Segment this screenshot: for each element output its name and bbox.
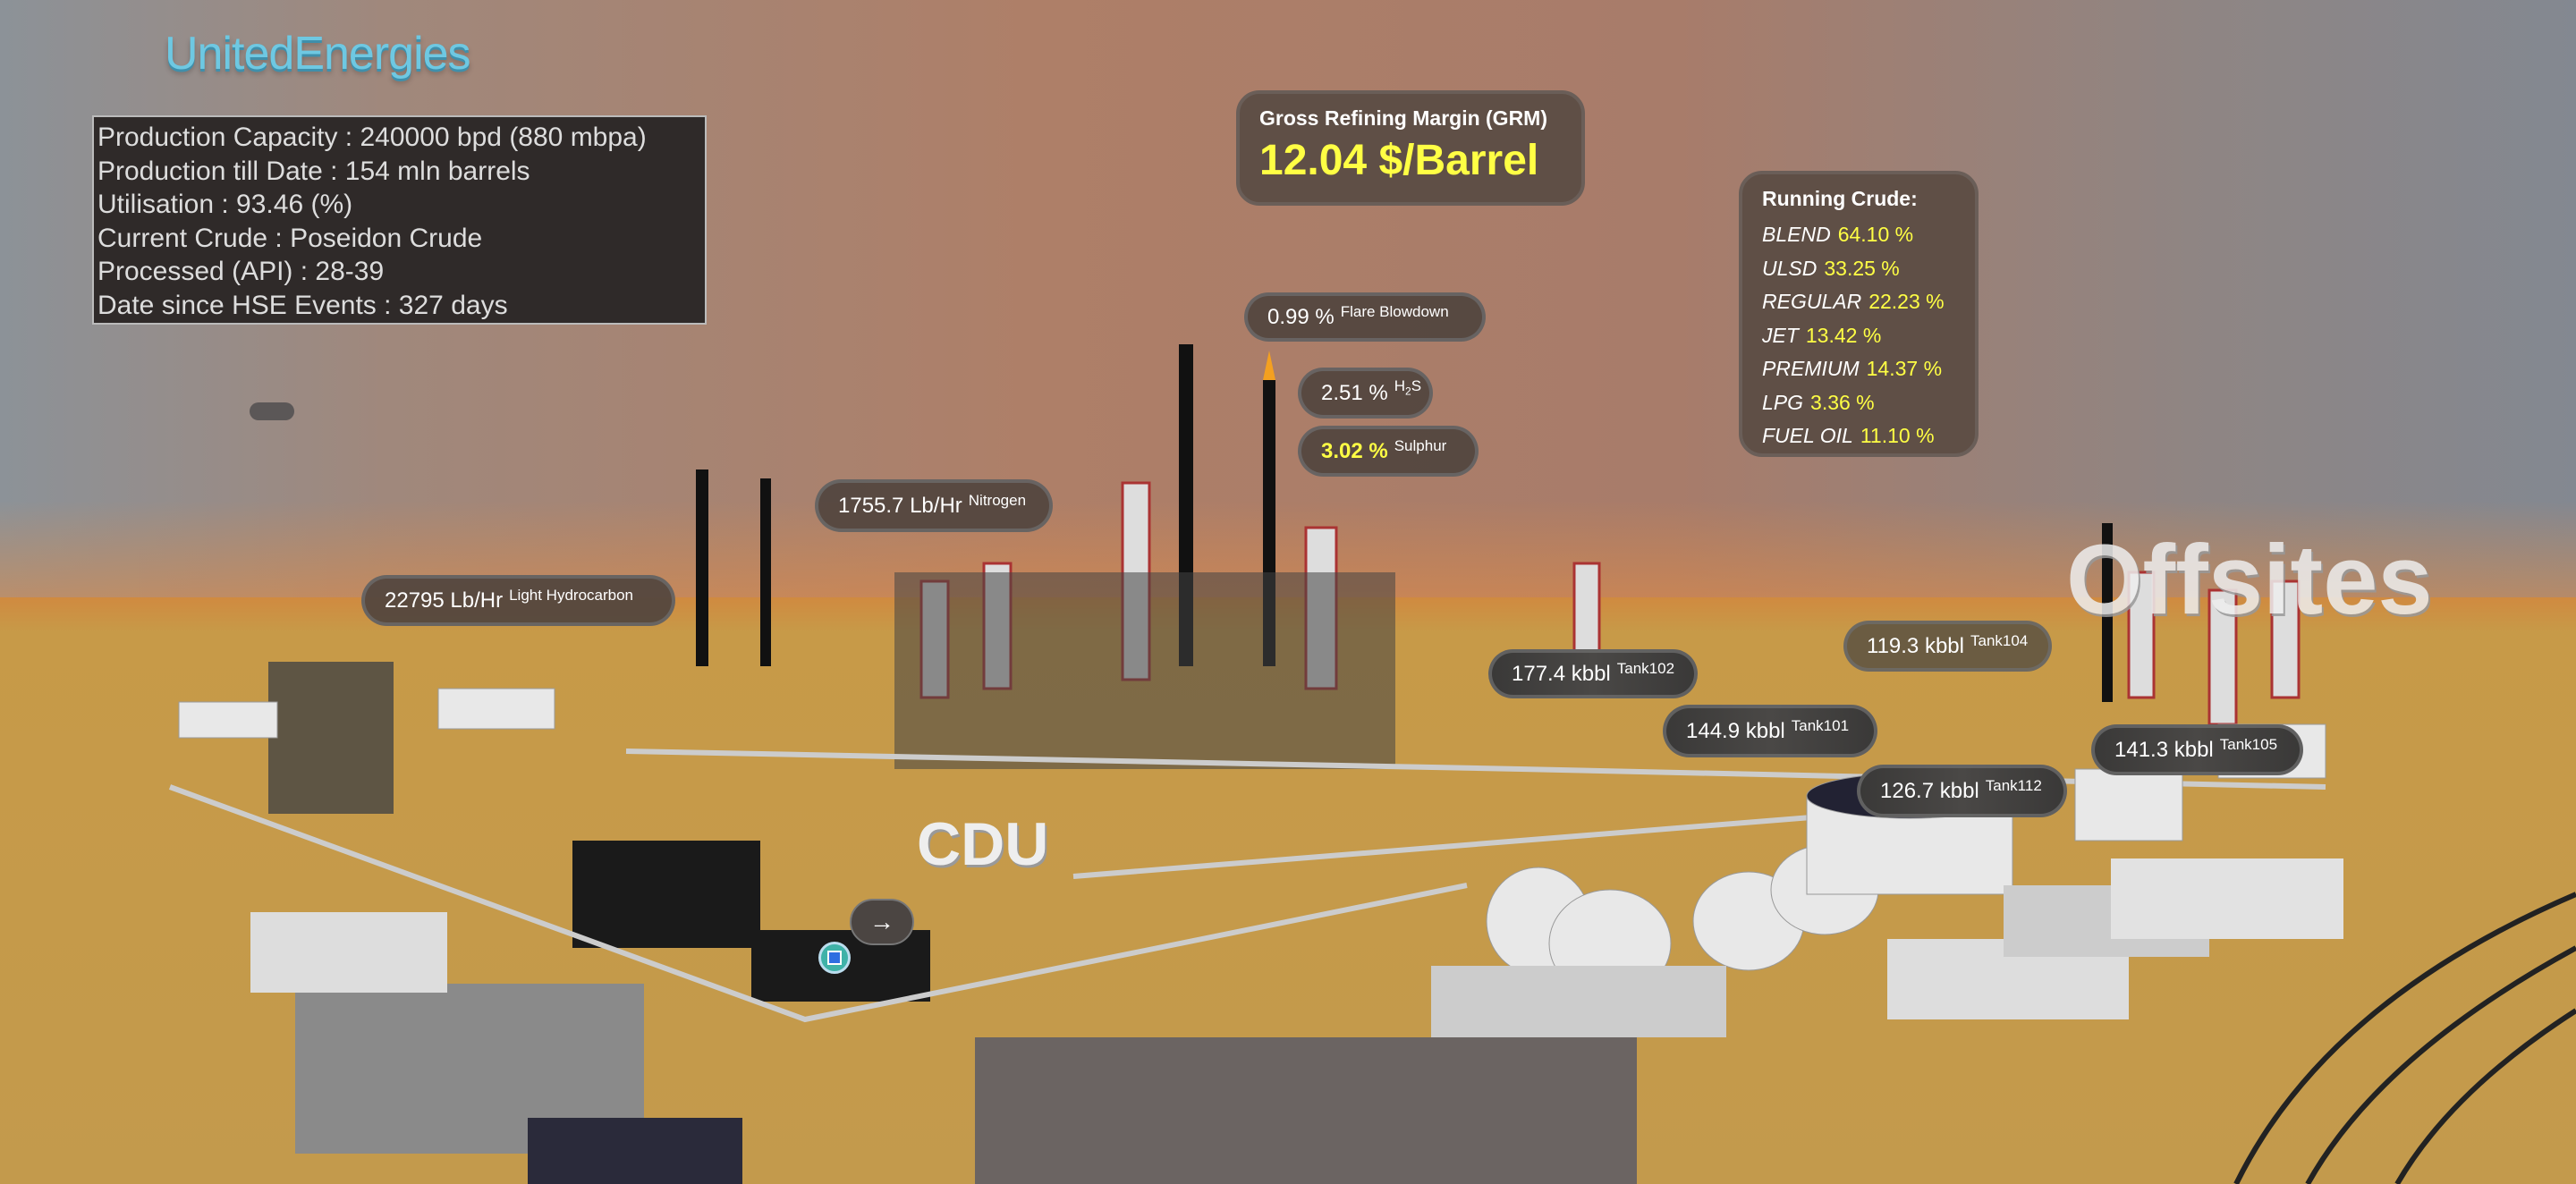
- marker-square-icon: [827, 951, 842, 965]
- grm-title: Gross Refining Margin (GRM): [1259, 106, 1547, 130]
- offsites-3d-label: Offsites: [2066, 525, 2433, 635]
- light-hc-caption: Light Hydrocarbon: [509, 586, 634, 604]
- grm-panel: Gross Refining Margin (GRM) 12.04 $/Barr…: [1236, 90, 1585, 206]
- nitrogen-label[interactable]: 1755.7 Lb/Hr Nitrogen: [815, 479, 1053, 532]
- tank105-label[interactable]: 141.3 kbbl Tank105: [2091, 724, 2303, 775]
- tank-value: 119.3 kbbl: [1867, 633, 1964, 658]
- tank-name: Tank101: [1791, 716, 1850, 734]
- location-marker-icon[interactable]: [818, 942, 851, 974]
- nitrogen-value: 1755.7 Lb/Hr: [838, 493, 962, 518]
- crude-value: 22.23 %: [1868, 290, 1945, 313]
- toggle-pill-button[interactable]: [250, 402, 294, 420]
- cdu-3d-label: CDU: [917, 810, 1049, 878]
- crude-row: PREMIUM 14.37 %: [1762, 352, 1955, 386]
- h2s-caption-s: S: [1411, 377, 1422, 395]
- flare-blowdown-label[interactable]: 0.99 % Flare Blowdown: [1244, 292, 1486, 342]
- crude-name: FUEL OIL: [1762, 424, 1853, 447]
- info-utilisation: Utilisation : 93.46 (%): [97, 190, 353, 219]
- tank-name: Tank112: [1985, 776, 2042, 794]
- flare-caption: Flare Blowdown: [1340, 302, 1449, 320]
- sulphur-value: 3.02 %: [1321, 438, 1388, 463]
- tank-value: 141.3 kbbl: [2114, 737, 2214, 762]
- crude-name: JET: [1762, 323, 1799, 347]
- nitrogen-caption: Nitrogen: [968, 491, 1027, 509]
- h2s-caption-h: H: [1394, 377, 1405, 395]
- light-hydrocarbon-label[interactable]: 22795 Lb/Hr Light Hydrocarbon: [361, 575, 675, 626]
- crude-name: ULSD: [1762, 256, 1818, 280]
- crude-value: 33.25 %: [1824, 256, 1900, 280]
- crude-value: 64.10 %: [1837, 223, 1914, 246]
- crude-row: BLEND 64.10 %: [1762, 218, 1955, 252]
- light-hc-value: 22795 Lb/Hr: [385, 588, 504, 613]
- flare-icon: [1263, 351, 1275, 380]
- production-info-panel: Production Capacity : 240000 bpd (880 mb…: [92, 115, 707, 325]
- h2s-caption: H2S: [1394, 377, 1421, 397]
- crude-value: 3.36 %: [1810, 390, 1875, 414]
- tank-name: Tank105: [2219, 735, 2278, 753]
- tank-value: 144.9 kbbl: [1686, 718, 1785, 743]
- h2s-label[interactable]: 2.51 % H2S: [1298, 368, 1433, 419]
- info-production-till-date: Production till Date : 154 mln barrels: [97, 156, 530, 186]
- crude-name: REGULAR: [1762, 290, 1862, 313]
- tank-value: 177.4 kbbl: [1512, 661, 1611, 686]
- crude-name: LPG: [1762, 390, 1804, 414]
- info-hse-days: Date since HSE Events : 327 days: [97, 290, 508, 320]
- crude-name: PREMIUM: [1762, 357, 1860, 380]
- sulphur-caption: Sulphur: [1394, 436, 1447, 454]
- crude-value: 14.37 %: [1866, 357, 1943, 380]
- crude-name: BLEND: [1762, 223, 1831, 246]
- tank-value: 126.7 kbbl: [1880, 778, 1979, 803]
- tank-name: Tank102: [1616, 659, 1675, 677]
- tank102-label[interactable]: 177.4 kbbl Tank102: [1488, 649, 1698, 698]
- buildings: [250, 858, 2343, 1184]
- crude-row: REGULAR 22.23 %: [1762, 285, 1955, 319]
- info-production-capacity: Production Capacity : 240000 bpd (880 mb…: [97, 123, 647, 152]
- info-processed-api: Processed (API) : 28-39: [97, 257, 385, 286]
- sulphur-label[interactable]: 3.02 % Sulphur: [1298, 426, 1479, 477]
- running-crude-title: Running Crude:: [1762, 187, 1918, 210]
- grm-value: 12.04 $/Barrel: [1259, 137, 1539, 184]
- flare-value: 0.99 %: [1267, 304, 1335, 329]
- tank112-label[interactable]: 126.7 kbbl Tank112: [1857, 765, 2067, 817]
- tank104-label[interactable]: 119.3 kbbl Tank104: [1843, 621, 2052, 672]
- rail-tracks: [2233, 892, 2576, 1184]
- h2s-value: 2.51 %: [1321, 380, 1388, 405]
- tank101-label[interactable]: 144.9 kbbl Tank101: [1663, 705, 1877, 757]
- crude-row: FUEL OIL 11.10 %: [1762, 419, 1955, 453]
- company-logo: UnitedEnergies: [165, 28, 471, 80]
- tank-name: Tank104: [1970, 631, 2029, 649]
- h2s-caption-sub: 2: [1405, 385, 1411, 398]
- crude-value: 13.42 %: [1805, 323, 1882, 347]
- next-arrow-button[interactable]: →: [850, 899, 914, 945]
- info-current-crude: Current Crude : Poseidon Crude: [97, 223, 483, 253]
- crude-value: 11.10 %: [1860, 424, 1935, 447]
